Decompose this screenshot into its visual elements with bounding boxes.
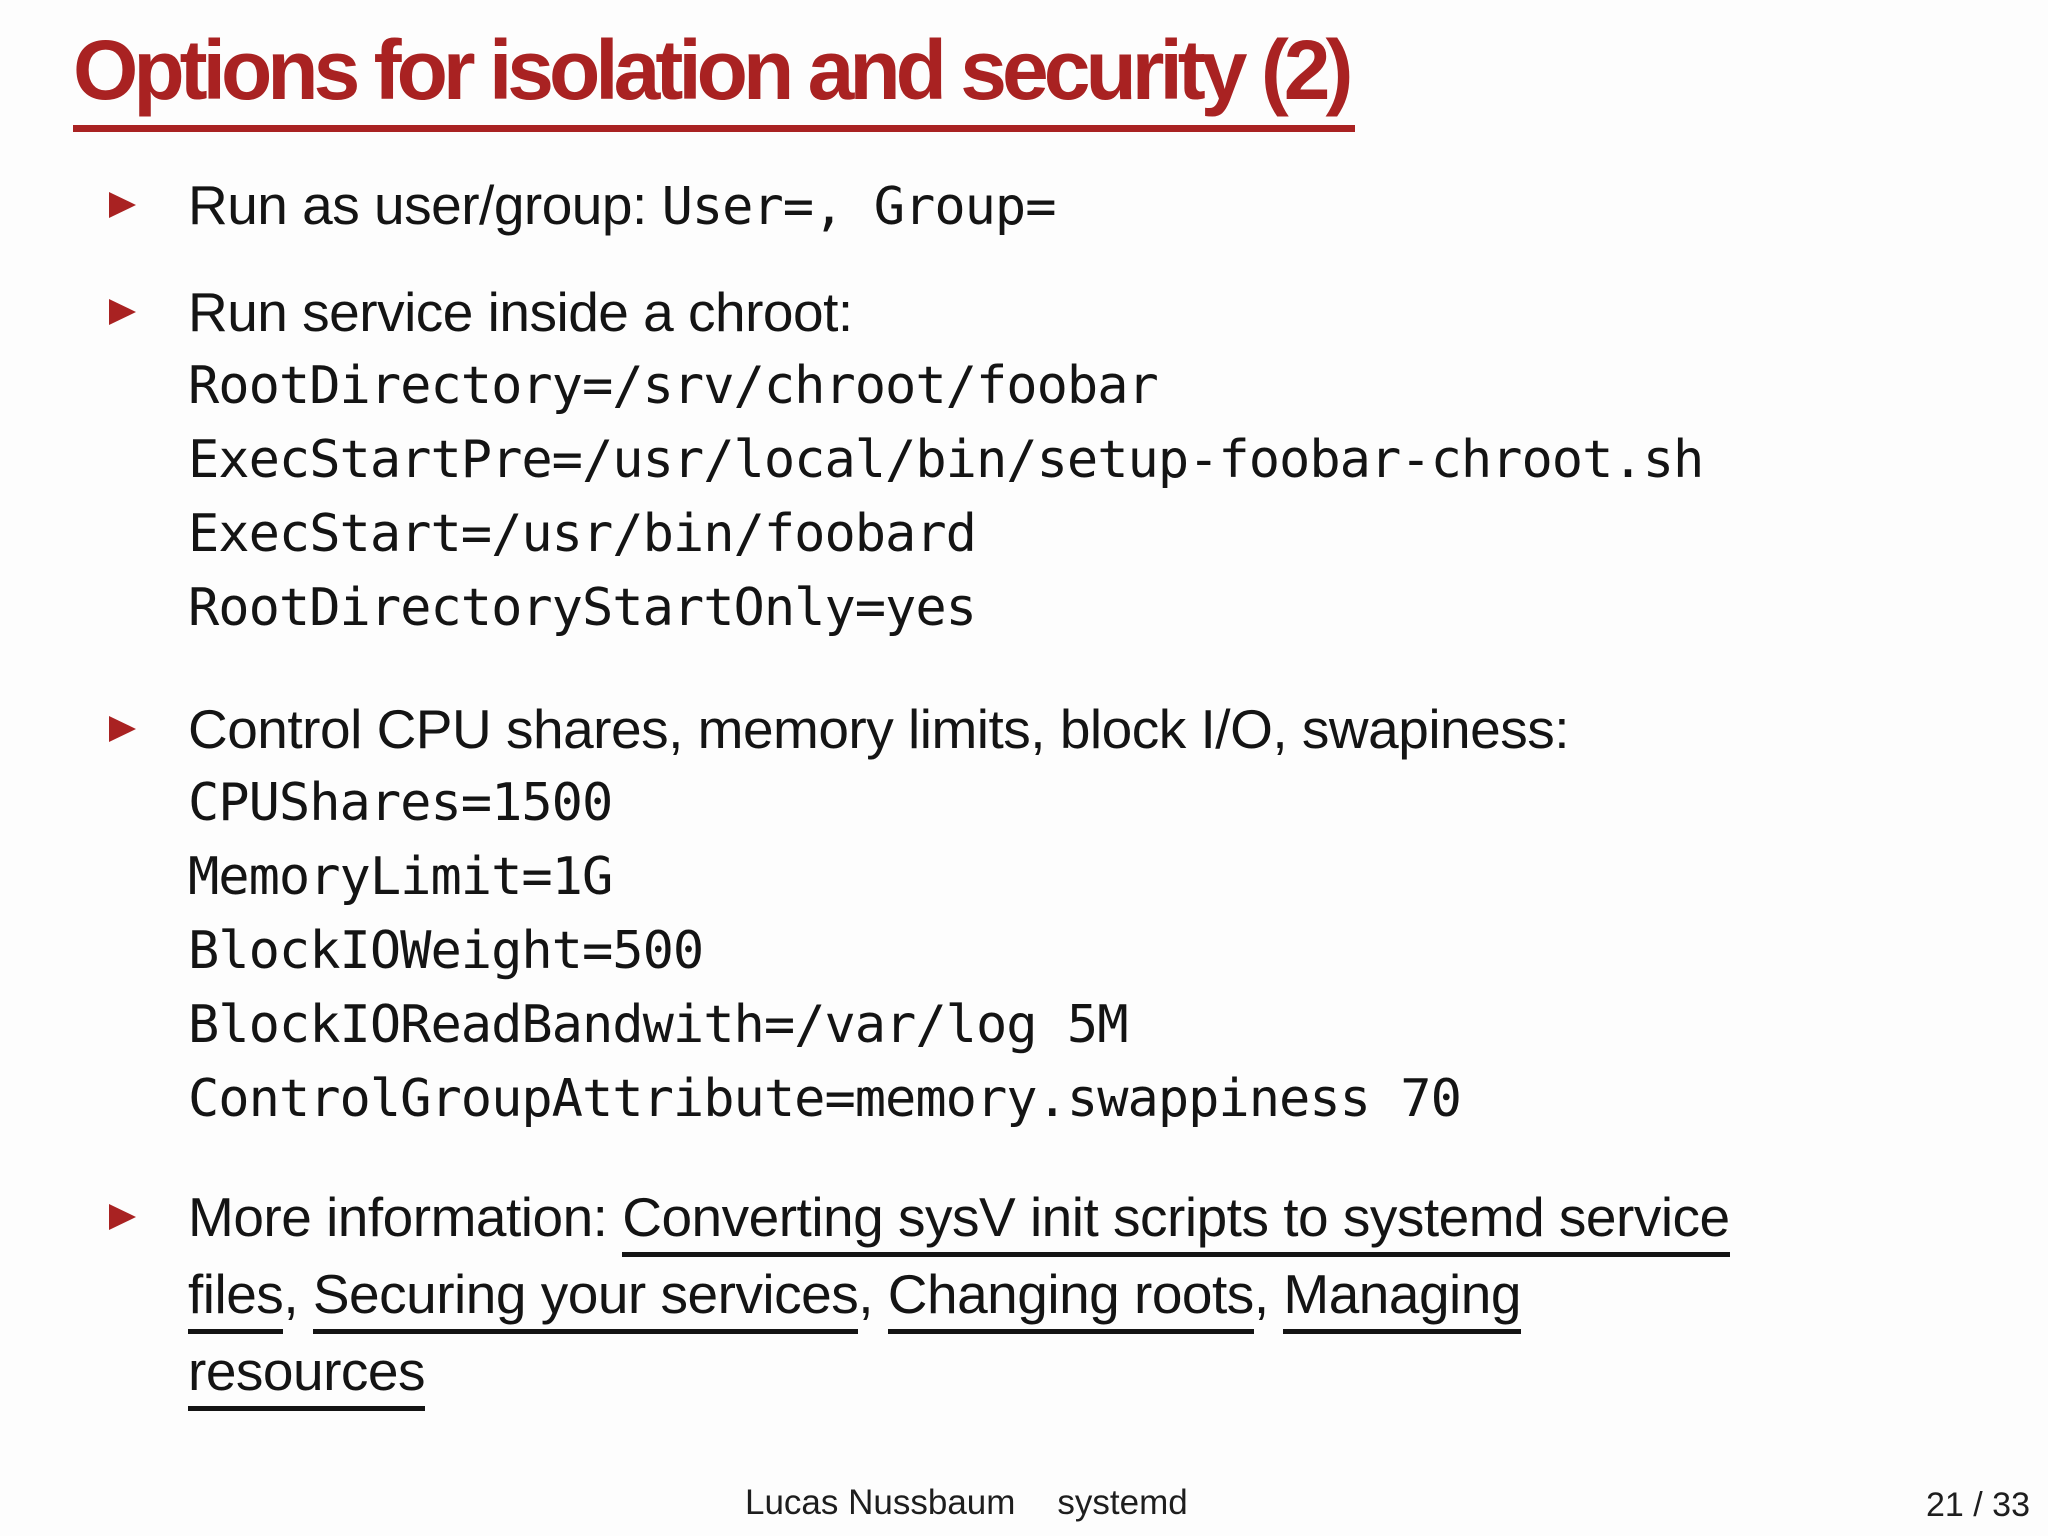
footer: Lucas Nussbaum systemd [745,1483,1188,1523]
bullet-triangle-icon [109,192,136,218]
bullet-triangle-icon [109,716,136,742]
bullet-item-chroot: Run service inside a chroot: RootDirecto… [73,275,2018,645]
code-line: RootDirectoryStartOnly=yes [188,578,977,638]
slide-title-block: Options for isolation and security (2) [73,28,1355,132]
link-separator: , [283,1263,313,1325]
link-converting-sysv[interactable]: files [188,1263,284,1334]
bullet-label: Control CPU shares, memory limits, block… [188,698,1570,760]
more-info-line: resources [188,1334,1730,1411]
footer-author: Lucas Nussbaum [745,1483,1016,1522]
link-separator: , [858,1263,888,1325]
bullet-triangle-icon [109,1204,136,1230]
page-number: 21 / 33 [1926,1486,2030,1524]
bullet-triangle-icon [109,299,136,325]
more-info-line: More information: Converting sysV init s… [188,1180,1730,1257]
code-line: BlockIOWeight=500 [188,921,704,981]
link-managing-resources[interactable]: Managing [1283,1263,1521,1334]
bullet-text: Run as user/group: User=, Group= [188,168,1057,244]
code-line: CPUShares=1500 [188,773,613,833]
bullet-text: Run service inside a chroot: RootDirecto… [188,275,1704,645]
link-changing-roots[interactable]: Changing roots [887,1263,1254,1334]
bullet-text: Control CPU shares, memory limits, block… [188,692,1570,1136]
inline-code: User=, Group= [661,177,1057,237]
bullet-item-cgroups: Control CPU shares, memory limits, block… [73,692,2018,1136]
bullet-label: Run as user/group: [188,174,662,236]
link-separator: , [1253,1263,1284,1325]
bullet-text: More information: Converting sysV init s… [188,1180,1730,1411]
code-line: BlockIOReadBandwith=/var/log 5M [188,995,1129,1055]
code-line: ExecStartPre=/usr/local/bin/setup-foobar… [188,430,1704,490]
link-securing-services[interactable]: Securing your services [312,1263,859,1334]
bullet-label: More information: [188,1186,623,1248]
bullet-label: Run service inside a chroot: [188,281,853,343]
slide-content: Run as user/group: User=, Group= Run ser… [73,150,2018,1411]
code-line: RootDirectory=/srv/chroot/foobar [188,356,1159,416]
code-line: ExecStart=/usr/bin/foobard [188,504,977,564]
link-managing-resources[interactable]: resources [188,1340,425,1411]
code-line: MemoryLimit=1G [188,847,613,907]
bullet-item-run-as: Run as user/group: User=, Group= [73,168,2018,244]
slide-title: Options for isolation and security (2) [73,23,1353,117]
more-info-line: files, Securing your services, Changing … [188,1257,1730,1334]
link-converting-sysv[interactable]: Converting sysV init scripts to systemd … [622,1186,1730,1257]
code-line: ControlGroupAttribute=memory.swappiness … [188,1069,1462,1129]
bullet-item-more-info: More information: Converting sysV init s… [73,1180,2018,1411]
footer-deck-title: systemd [1057,1483,1188,1522]
